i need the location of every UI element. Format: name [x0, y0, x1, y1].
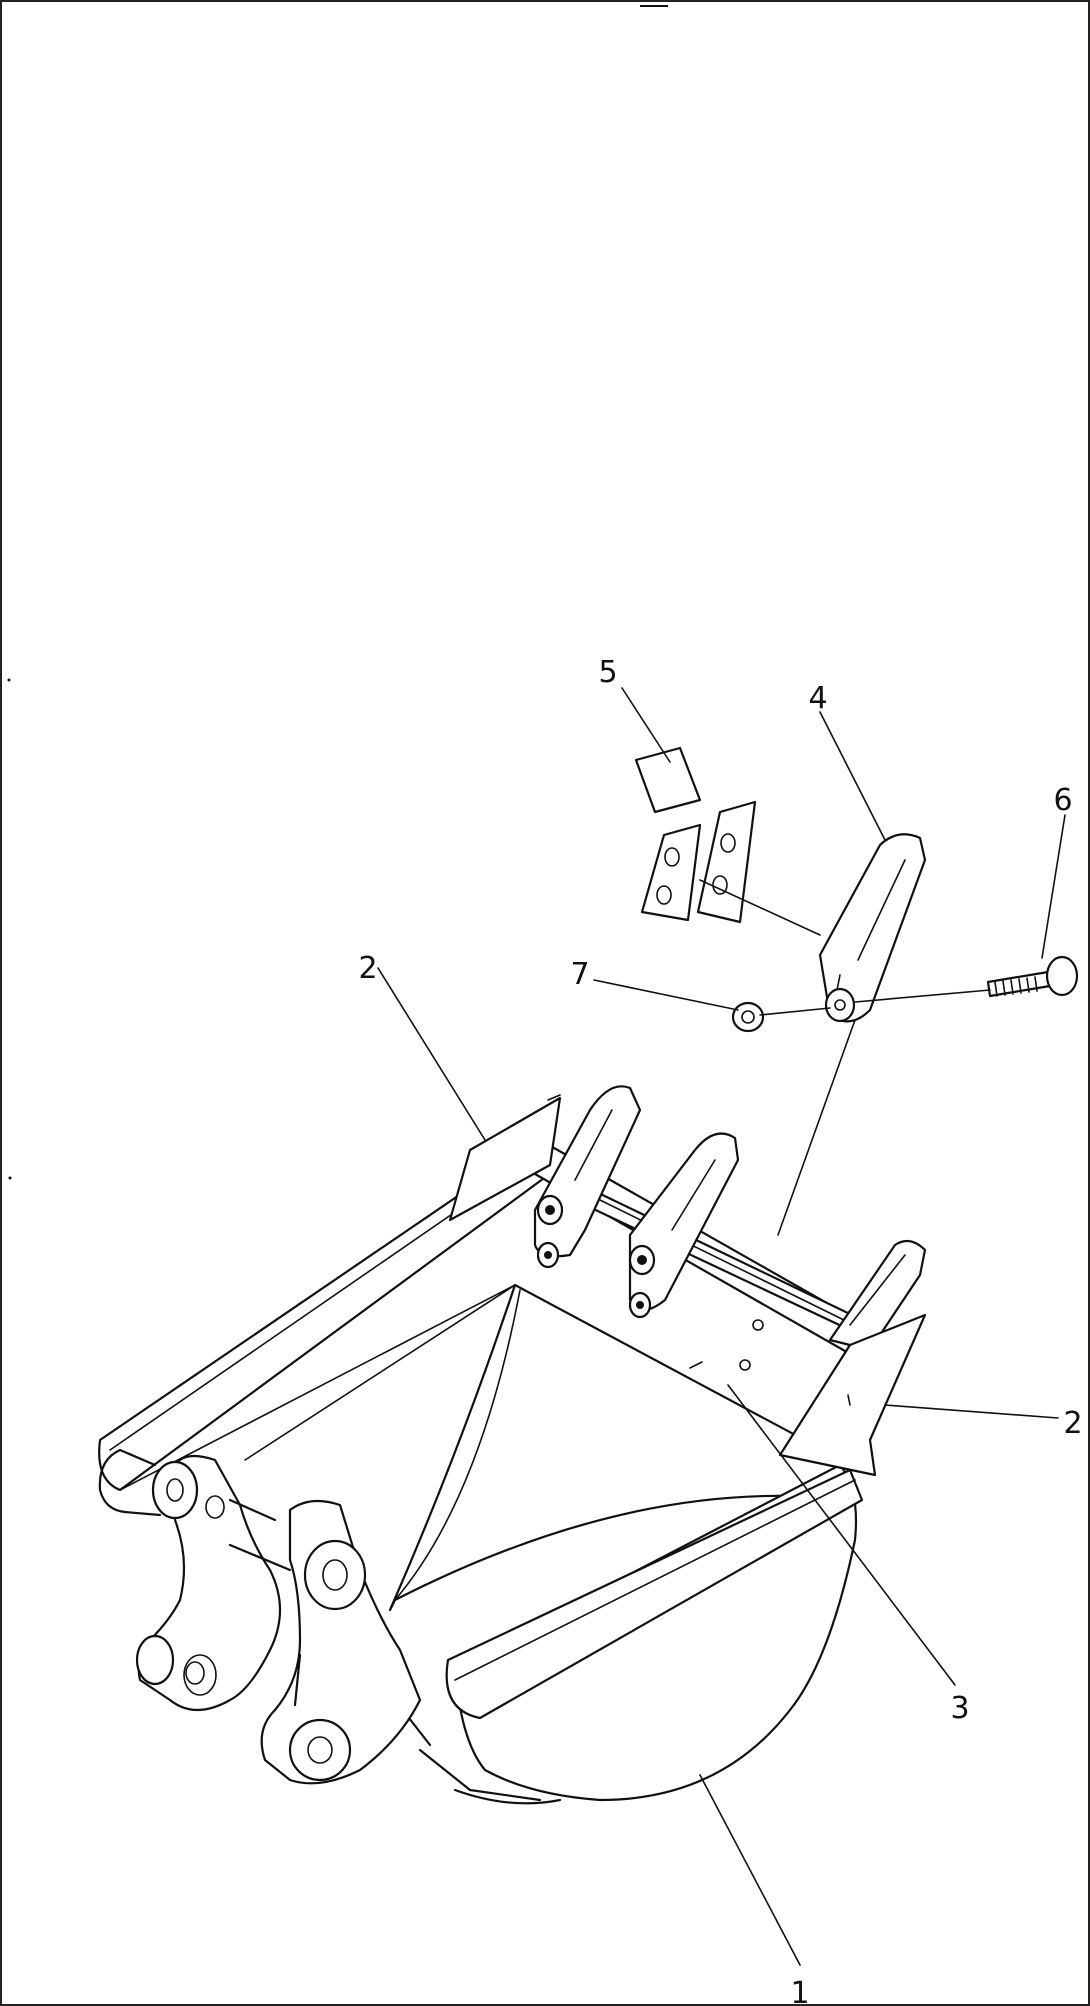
callout-1: 1	[790, 1976, 809, 2006]
callout-5: 5	[598, 655, 617, 690]
tooth-bolt	[986, 955, 1079, 998]
callout-2-left: 2	[358, 951, 377, 986]
margin-dot	[7, 678, 11, 682]
callout-3: 3	[950, 1691, 969, 1726]
assembly-lines	[699, 879, 991, 1236]
margin-dot	[8, 1176, 12, 1180]
leader-lines	[377, 687, 1066, 1966]
bucket-tooth	[818, 833, 927, 1023]
callout-numbers: 1 2 2 3 4 5 6 7	[358, 655, 1082, 2006]
shim-plates	[634, 746, 757, 924]
callout-4: 4	[808, 681, 827, 716]
pin-brackets	[98, 1448, 422, 1785]
callout-2-right: 2	[1063, 1406, 1082, 1441]
callout-7: 7	[570, 957, 589, 992]
tooth-nut	[731, 1001, 765, 1033]
tooth-adapters	[533, 1085, 927, 1352]
side-cutters	[448, 1094, 927, 1477]
callout-6: 6	[1053, 783, 1072, 818]
